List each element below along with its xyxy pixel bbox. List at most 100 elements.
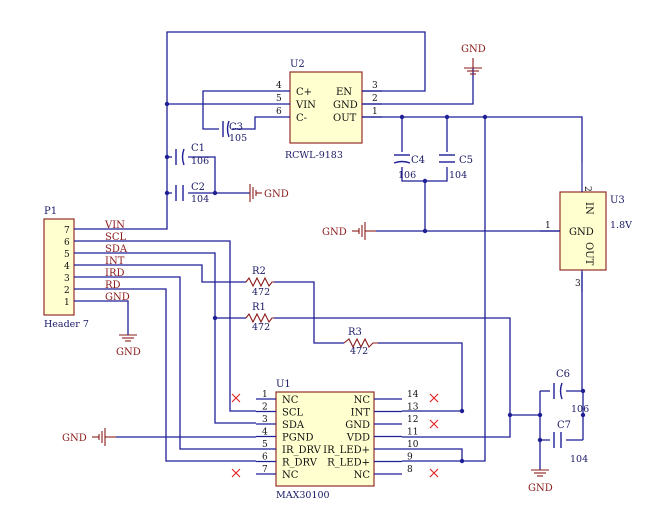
p1-value: Header 7 xyxy=(44,319,89,330)
r3-resistor: R3 472 xyxy=(343,327,378,357)
junction xyxy=(399,114,405,120)
gnd-symbol-u3: GND xyxy=(322,222,376,240)
c1-designator: C1 xyxy=(191,143,205,154)
junction xyxy=(422,228,428,234)
u1-value: MAX30100 xyxy=(276,490,330,501)
p1-net-label: RD xyxy=(105,280,121,291)
u1-pin-num: 11 xyxy=(407,428,418,438)
u2-pin-num: 2 xyxy=(372,94,378,104)
c2-designator: C2 xyxy=(191,182,205,193)
r1-designator: R1 xyxy=(252,302,266,313)
c3-plate-curve xyxy=(226,120,230,138)
u1-pin-name: R_DRV xyxy=(282,458,318,469)
u2-pin-name: GND xyxy=(333,100,358,111)
p1-body xyxy=(43,218,75,316)
gnd-label: GND xyxy=(116,347,141,358)
u2-pin-name: OUT xyxy=(333,113,357,124)
p1-net-label: VIN xyxy=(104,220,125,231)
c6-value: 106 xyxy=(571,404,589,415)
u3-designator: U3 xyxy=(610,195,625,206)
wire-gnd-p1 xyxy=(94,300,129,335)
u3-pin-name: IN xyxy=(583,202,594,215)
u2-pin-name: EN xyxy=(336,87,352,98)
u1-pin-name: SCL xyxy=(282,408,304,419)
junction xyxy=(164,101,170,107)
u1-pin-name: NC xyxy=(282,395,299,406)
u1-designator: U1 xyxy=(276,379,291,390)
u3-pin-num: 3 xyxy=(575,279,581,289)
u1-pin-num: 12 xyxy=(407,415,418,425)
wire-cplus xyxy=(202,90,270,130)
gnd-symbol-top: GND xyxy=(461,44,486,75)
ground-symbols: GND GND GND GND xyxy=(62,44,553,494)
wire-c6-right xyxy=(566,390,584,440)
c7-value: 104 xyxy=(570,454,588,465)
u1-pin-num: 5 xyxy=(262,440,268,450)
p1-pin-num: 4 xyxy=(64,262,70,272)
u1-pin-name: NC xyxy=(354,395,371,406)
junction xyxy=(212,315,218,321)
r2-designator: R2 xyxy=(252,266,266,277)
junction xyxy=(212,190,218,196)
u2-chip: U2 RCWL-9183 4 5 6 C+ VIN C- 3 2 1 EN GN… xyxy=(270,59,382,161)
wire-ledplus xyxy=(402,448,463,462)
c5-value: 104 xyxy=(449,170,467,181)
u1-body xyxy=(275,391,375,487)
wire-out-rail xyxy=(360,116,583,162)
c3-capacitor: C3 105 xyxy=(222,120,247,144)
r3-designator: R3 xyxy=(348,327,362,338)
junction xyxy=(164,190,170,196)
r3-zigzag xyxy=(343,337,378,349)
p1-net-label: SDA xyxy=(105,244,128,255)
wire-vdd xyxy=(402,414,540,438)
nc-marker-pin7 xyxy=(231,468,241,478)
gnd-label: GND xyxy=(528,483,553,494)
wire-en-loop xyxy=(94,31,426,230)
p1-net-label: SCL xyxy=(105,232,127,243)
p1-pin-num: 2 xyxy=(64,286,70,296)
junction xyxy=(580,412,586,418)
junction xyxy=(537,437,543,443)
u2-value: RCWL-9183 xyxy=(285,150,343,161)
u3-pin-name: GND xyxy=(569,227,594,238)
junctions xyxy=(164,101,586,464)
nc-marker-pin14 xyxy=(429,393,439,403)
r2-resistor: R2 472 xyxy=(245,266,274,298)
u2-pin-num: 1 xyxy=(372,107,378,117)
wire-c1-right xyxy=(188,156,216,193)
c5-capacitor: C5 104 xyxy=(439,154,473,181)
resistors: R2 472 R1 472 R3 472 xyxy=(245,266,378,357)
gnd-symbol-pgnd: GND xyxy=(62,428,116,446)
r3-value: 472 xyxy=(350,346,368,357)
u1-pin-num: 2 xyxy=(262,403,268,413)
wire-r3-right xyxy=(378,342,463,412)
r1-value: 472 xyxy=(252,322,270,333)
u2-body xyxy=(289,71,363,144)
u1-pin-name: NC xyxy=(282,470,299,481)
u1-pin-name: GND xyxy=(345,420,370,431)
u1-pin-num: 13 xyxy=(407,403,419,413)
u3-pin-num: 2 xyxy=(582,186,592,192)
u2-pin-name: C+ xyxy=(296,87,312,98)
c2-capacitor: C2 104 xyxy=(175,182,209,205)
wires xyxy=(94,31,584,470)
u1-pin-name: VDD xyxy=(346,433,370,444)
junction xyxy=(507,412,513,418)
capacitors: C3 105 C1 106 C2 104 C4 106 C5 xyxy=(175,120,589,465)
wire-cminus xyxy=(232,116,270,130)
u1-pin-num: 8 xyxy=(407,465,413,475)
c4-plate-curve xyxy=(393,160,411,164)
u1-pin-name: NC xyxy=(354,470,371,481)
u1-pin-name: INT xyxy=(351,408,371,419)
u1-pin-name: IR_DRV xyxy=(282,445,322,456)
nc-marker-pin1 xyxy=(231,393,241,403)
nc-marker-pin12 xyxy=(429,419,439,429)
r1-resistor: R1 472 xyxy=(245,302,274,333)
junction xyxy=(422,178,428,184)
u1-pin-name: PGND xyxy=(282,433,313,444)
c2-value: 104 xyxy=(191,194,209,205)
c7-capacitor: C7 104 xyxy=(553,420,588,465)
